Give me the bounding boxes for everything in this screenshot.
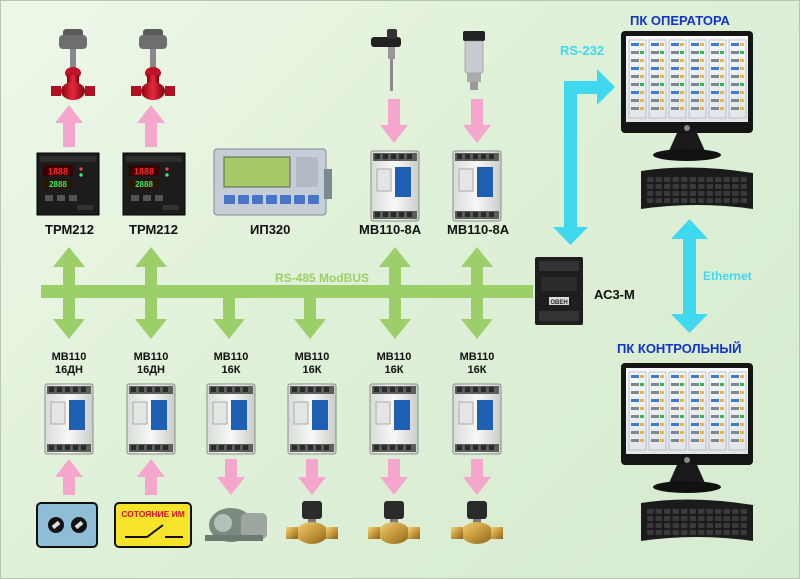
trm212-label: ТРМ212: [45, 222, 94, 237]
svg-text:2888: 2888: [49, 180, 67, 189]
trm212-controller: 1888 2888: [36, 152, 100, 216]
module-model: МВ110: [213, 351, 249, 363]
ac3m-converter: ОВЕН: [535, 257, 583, 325]
module-variant: 16ДН: [136, 364, 165, 376]
mv110-module: [126, 383, 176, 455]
svg-text:ОВЕН: ОВЕН: [550, 300, 567, 306]
ip320-label: ИП320: [250, 222, 291, 237]
svg-text:1888: 1888: [134, 167, 154, 177]
signal-arrows: [55, 99, 491, 495]
mv110-8a-label: МВ110-8А: [359, 222, 422, 237]
im-status-panel: СОТОЯНИЕ ИМ: [114, 502, 192, 548]
rs232-link: [553, 69, 615, 245]
signal-arrow-down: [298, 459, 326, 495]
pc-operator-title: ПК ОПЕРАТОРА: [630, 13, 730, 28]
rs232-label: RS-232: [560, 43, 605, 58]
svg-text:2888: 2888: [135, 180, 153, 189]
thermocouple-sensor-icon: [371, 29, 401, 91]
mv110-module: [206, 383, 256, 455]
signal-arrow-down: [217, 459, 245, 495]
mv110-8a-label: МВ110-8А: [447, 222, 510, 237]
module-model: МВ110: [294, 351, 330, 363]
signal-arrow-up: [55, 105, 83, 147]
svg-text:СОТОЯНИЕ ИМ: СОТОЯНИЕ ИМ: [121, 509, 185, 519]
module-variant: 16К: [384, 364, 404, 376]
solenoid-valve-icon: [451, 501, 503, 544]
module-model: МВ110: [376, 351, 412, 363]
bus-connection-arrow: [53, 247, 85, 339]
bus-connection-arrow: [294, 291, 326, 339]
module-model: МВ110: [133, 351, 169, 363]
keyboard-icon: [641, 499, 753, 541]
trm212-label: ТРМ212: [129, 222, 178, 237]
module-variant: 16К: [221, 364, 241, 376]
pressure-sensor-icon: [463, 31, 485, 90]
trm212-controller: 1888 2888: [122, 152, 186, 216]
solenoid-valve-icon: [286, 501, 338, 544]
ethernet-link: [671, 219, 708, 333]
pc-operator-workstation: [621, 31, 753, 209]
mv110-module: [452, 383, 502, 455]
module-variant: 16К: [302, 364, 322, 376]
solenoid-valve-icon: [368, 501, 420, 544]
module-model: МВ110: [459, 351, 495, 363]
ethernet-label: Ethernet: [703, 269, 752, 283]
pc-control-workstation: [621, 363, 753, 541]
mv110-8a-module: [452, 150, 502, 222]
mv110-module: [44, 383, 94, 455]
ac3m-label: АС3-М: [594, 287, 635, 302]
rs485-bus-label: RS-485 ModBUS: [275, 271, 370, 285]
signal-arrow-down: [463, 459, 491, 495]
signal-arrow-up: [137, 105, 165, 147]
control-valve-icon: [51, 29, 95, 100]
mv110-module: [369, 383, 419, 455]
rs485-bus: [41, 247, 533, 339]
svg-text:1888: 1888: [48, 167, 68, 177]
pc-control-title: ПК КОНТРОЛЬНЫЙ: [617, 341, 742, 356]
mv110-module: [287, 383, 337, 455]
pump-icon: [205, 508, 267, 542]
signal-arrow-down: [380, 99, 408, 143]
control-valve-icon: [131, 29, 175, 100]
bus-connection-arrow: [213, 291, 245, 339]
switch-panel: [36, 502, 98, 548]
signal-arrow-down: [463, 99, 491, 143]
module-model: МВ110: [51, 351, 87, 363]
signal-arrow-down: [380, 459, 408, 495]
mv110-8a-module: [370, 150, 420, 222]
signal-arrow-up: [55, 459, 83, 495]
module-variant: 16К: [467, 364, 487, 376]
signal-arrow-up: [137, 459, 165, 495]
bus-connection-arrow: [379, 247, 411, 339]
module-variant: 16ДН: [54, 364, 83, 376]
ip320-operator-panel: [213, 148, 332, 216]
bus-connection-arrow: [135, 247, 167, 339]
keyboard-icon: [641, 167, 753, 209]
bus-connection-arrow: [461, 247, 493, 339]
